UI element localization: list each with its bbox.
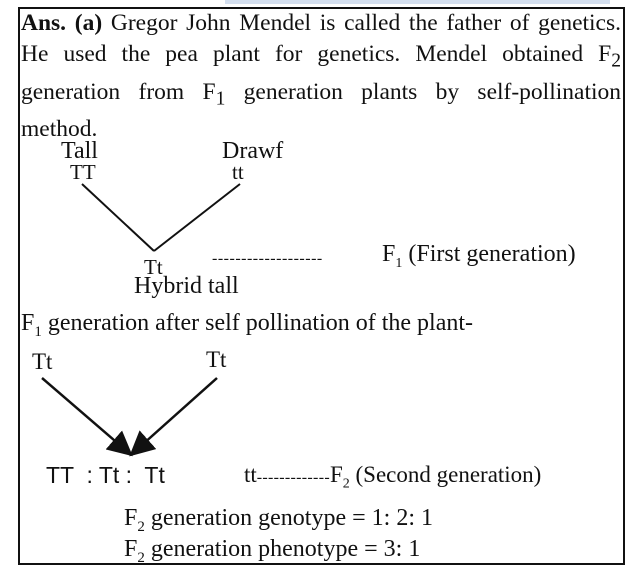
cross2-parent-left-genotype: Tt (32, 349, 53, 374)
cross2-parent-right-genotype: Tt (206, 347, 227, 372)
answer-text-1: Gregor John Mendel is called the father … (21, 10, 622, 67)
answer-box (18, 7, 625, 565)
answer-text-2: generation from F (21, 78, 216, 105)
cross2-right-arrow (129, 377, 218, 457)
parent-right-genotype: tt (232, 160, 244, 184)
answer-paragraph: Ans. (a) Gregor John Mendel is called th… (21, 8, 621, 145)
answer-sub-1: 2 (611, 50, 621, 72)
top-decorative-strip (225, 0, 610, 4)
parent-left-label: Tall (61, 138, 98, 164)
genotype-ratio: F2 generation genotype = 1: 2: 1 (124, 505, 433, 535)
cross1-right-line (153, 183, 241, 252)
f1-heading: F1 generation after self pollination of … (21, 310, 474, 340)
answer-text-3: generation plants by self-pollination me… (21, 78, 621, 143)
parent-left-genotype: TT (70, 160, 96, 184)
phenotype-ratio: F2 generation phenotype = 3: 1 (124, 536, 421, 566)
offspring-label: Hybrid tall (134, 273, 239, 299)
parent-right-label: Drawf (222, 138, 284, 164)
offspring-genotype: Tt (144, 255, 163, 279)
f2-generation-line: tt-------------F2 (Second generation) (244, 462, 542, 492)
cross1-left-line (81, 183, 155, 252)
f2-offspring-line: TT : Tt : Tt (46, 462, 165, 488)
f1-dashes: ------------------- (212, 250, 323, 267)
answer-label: Ans. (a) (21, 10, 103, 36)
cross2-left-arrow (41, 377, 133, 457)
f1-generation-label: F1 (First generation) (382, 241, 576, 271)
answer-sub-2: 1 (215, 88, 226, 110)
